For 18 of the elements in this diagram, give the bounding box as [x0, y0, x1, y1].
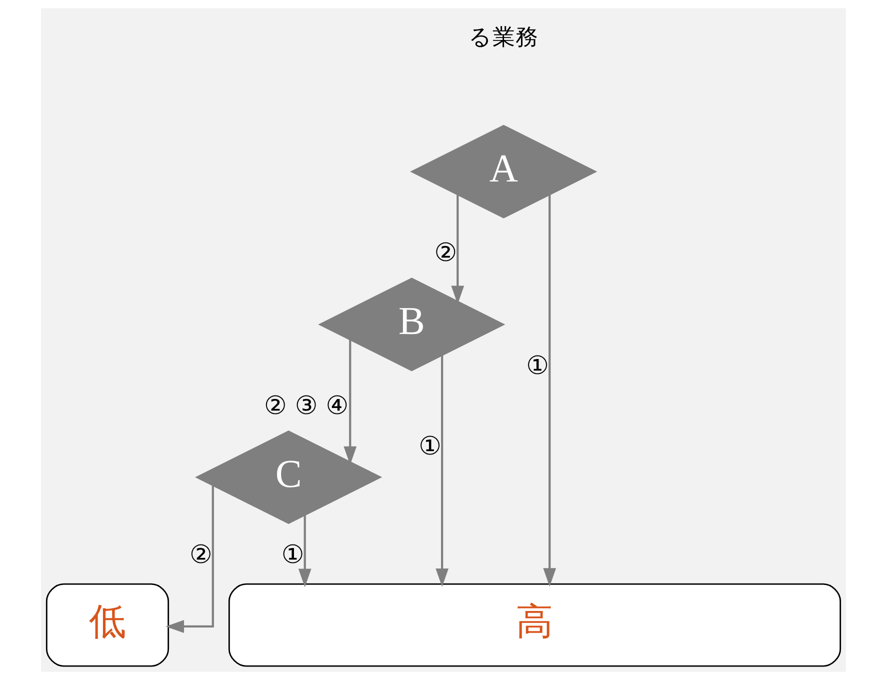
node-diamond: C [195, 430, 382, 524]
arrow [543, 194, 556, 587]
node-diamond: A [410, 124, 598, 218]
arrow [298, 515, 312, 588]
edge-label: ① [526, 351, 549, 382]
node-box: 高 [228, 583, 842, 667]
node-box: 低 [46, 583, 170, 667]
arrow [166, 486, 214, 633]
edge-label: ① [418, 432, 442, 462]
arrow [436, 355, 449, 587]
edge-label: ① [281, 540, 304, 570]
edge-label: ② ③ ④ [264, 390, 349, 421]
arrow [344, 340, 357, 465]
arrow [451, 194, 464, 304]
label: る業務 [468, 24, 539, 51]
edge-label: ② [434, 238, 458, 268]
edge-label: ② [189, 540, 212, 570]
node-diamond: B [318, 278, 506, 372]
